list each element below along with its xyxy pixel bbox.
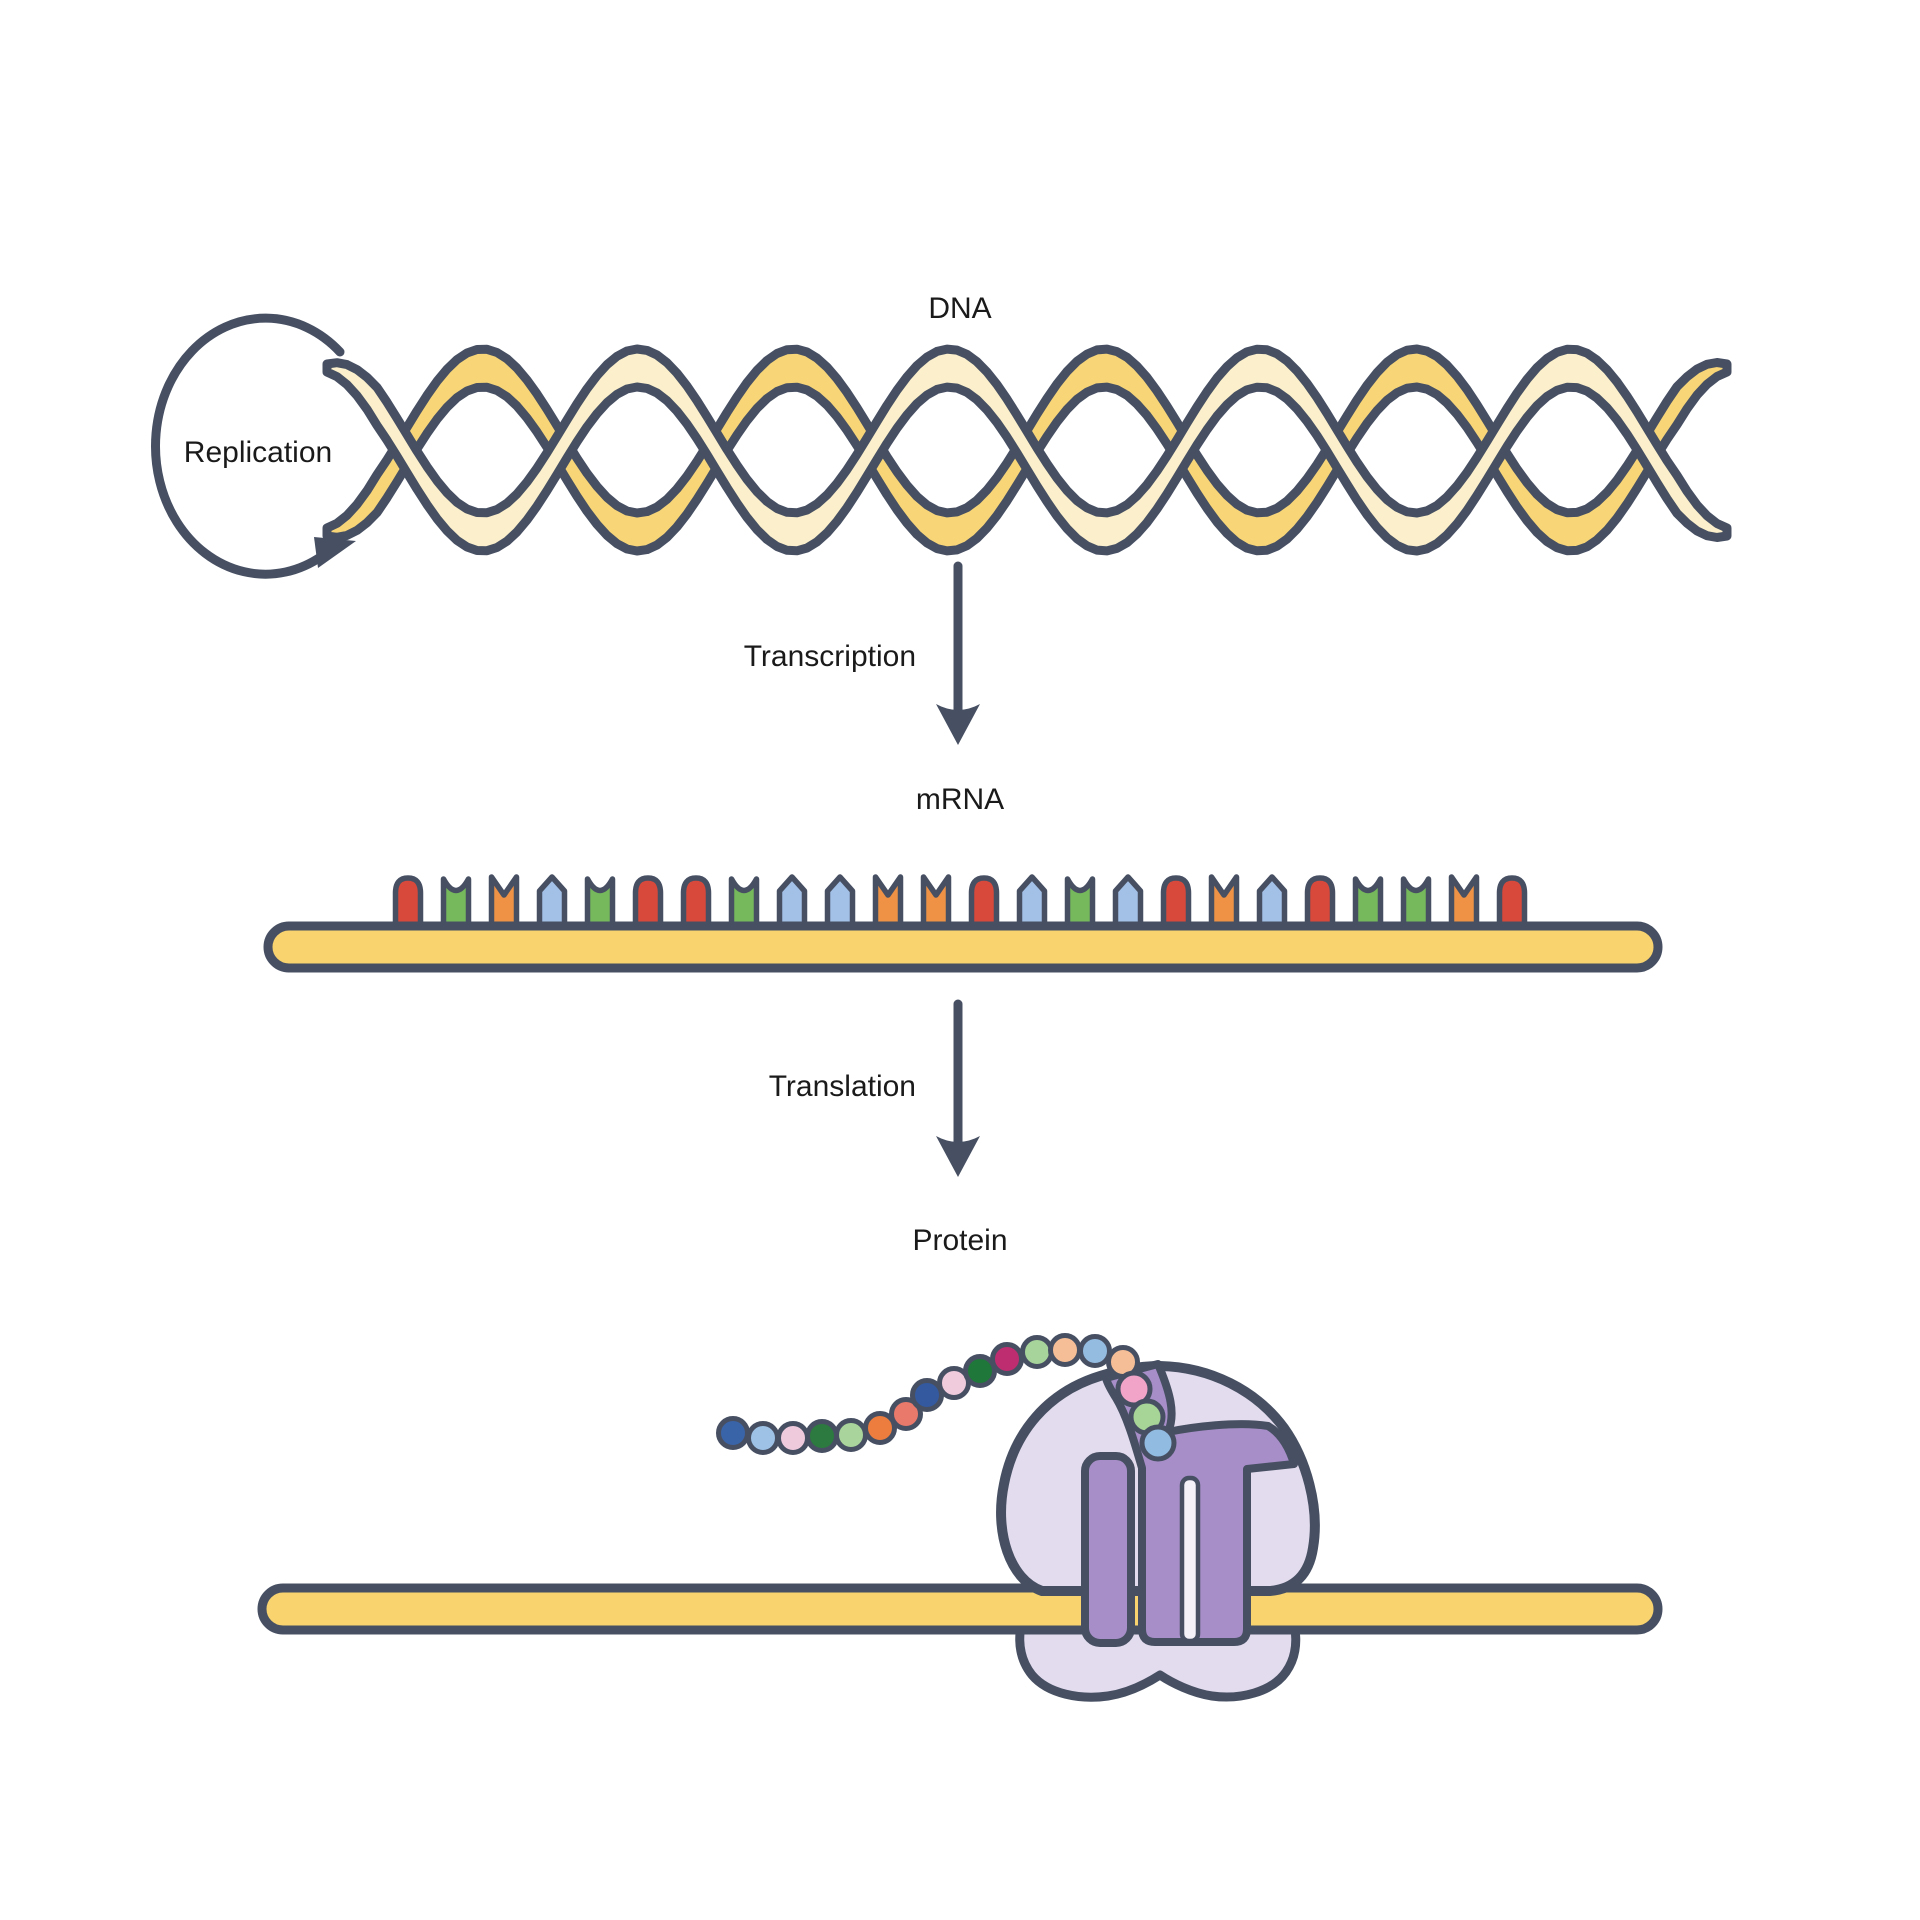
replication-loop-arrow (151, 313, 356, 579)
mrna-base-red (968, 875, 1000, 933)
dna-label: DNA (928, 292, 991, 325)
replication-arrowhead (314, 537, 356, 568)
mrna-base-red (1160, 875, 1192, 933)
translation-arrowhead (936, 1136, 980, 1177)
amino-acid-bead (746, 1421, 780, 1455)
amino-acid-bead (1078, 1334, 1112, 1368)
mrna-base-green (1400, 876, 1432, 933)
protein-label: Protein (912, 1224, 1007, 1257)
replication-label: Replication (184, 436, 332, 469)
amino-acid-bead (910, 1378, 944, 1412)
dna-double-helix (322, 344, 1732, 556)
translation-arrow (936, 999, 980, 1177)
amino-acid-bead (834, 1418, 868, 1452)
mrna-base-red (1496, 875, 1528, 933)
mrna-base-green (584, 876, 616, 933)
translation-label: Translation (769, 1070, 916, 1103)
amino-acid-bead (889, 1397, 923, 1431)
replication-arc (151, 313, 345, 579)
amino-acid-bead-in-channel (1139, 1424, 1177, 1462)
mrna-base-green (728, 876, 760, 933)
transcription-arrowhead (936, 704, 980, 745)
ribosome-column-slot (1179, 1475, 1201, 1644)
ribosome-scene (257, 1333, 1663, 1702)
protein-amino-acid-chain (716, 1333, 1177, 1462)
mrna-label: mRNA (916, 783, 1004, 816)
dna-front-strand (322, 344, 1732, 556)
mrna-strand (263, 874, 1663, 973)
mrna-base-green (1352, 876, 1384, 933)
amino-acid-bead (963, 1354, 997, 1388)
amino-acid-bead (863, 1411, 897, 1445)
mrna-bases (392, 874, 1528, 933)
amino-acid-bead (1020, 1335, 1054, 1369)
mrna-base-red (632, 875, 664, 933)
mrna-base-red (680, 875, 712, 933)
amino-acid-bead (776, 1421, 810, 1455)
mrna-base-green (1064, 876, 1096, 933)
translated-mrna-bar (257, 1583, 1663, 1635)
transcription-arrow (936, 561, 980, 745)
mrna-base-red (392, 875, 424, 933)
mrna-backbone-bar (263, 921, 1663, 973)
amino-acid-bead (716, 1416, 750, 1450)
amino-acid-bead (1048, 1333, 1082, 1367)
amino-acid-bead (805, 1419, 839, 1453)
amino-acid-bead (990, 1342, 1024, 1376)
mrna-base-red (1304, 875, 1336, 933)
ribosome-trna-site-bar (1081, 1452, 1135, 1647)
transcription-label: Transcription (744, 640, 916, 673)
mrna-base-green (440, 876, 472, 933)
